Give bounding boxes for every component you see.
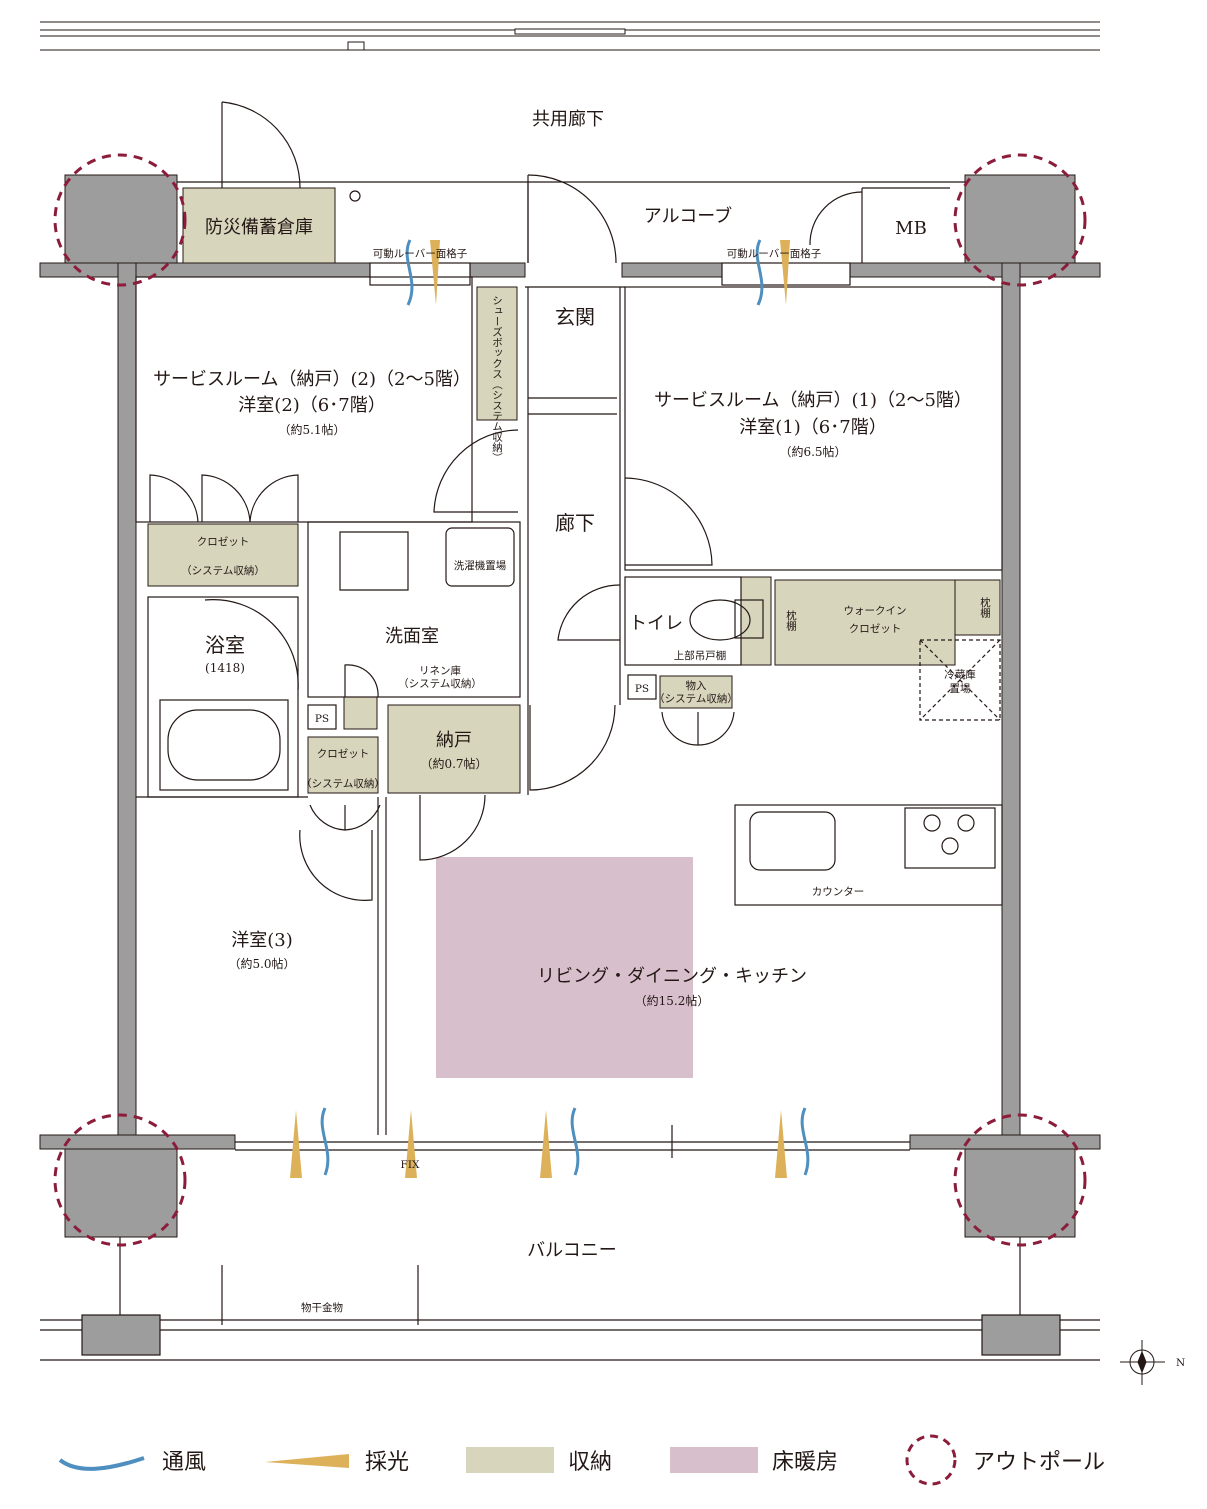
label-fridge-line1: 冷蔵庫 <box>944 668 976 681</box>
label-nando-line2: （約0.7帖） <box>420 756 487 771</box>
legend-label-storage: 収納 <box>568 1450 613 1475</box>
floor-plan: 共用廊下 アルコーブ MB 防災備蓄倉庫 可動ルーバー面格子 可動ルーバー面格子… <box>39 21 1185 1385</box>
light-icon <box>265 1454 349 1468</box>
legend-item-light: 採光 <box>265 1430 409 1490</box>
floor-heating-area <box>436 857 693 1078</box>
label-bath-line2: (1418) <box>205 661 245 675</box>
wall-top-mid-right <box>621 262 723 278</box>
label-fridge-line2: 置場 <box>950 682 971 695</box>
label-mb: MB <box>895 218 927 239</box>
label-disaster-storage: 防災備蓄倉庫 <box>205 217 313 238</box>
label-western3-line1: 洋室(3) <box>231 930 293 951</box>
label-bath-line1: 浴室 <box>205 633 245 657</box>
wall-left <box>117 262 137 1144</box>
label-louver-right: 可動ルーバー面格子 <box>727 247 821 260</box>
outpole-markers <box>53 153 1087 1247</box>
wind-indicators <box>320 239 810 1176</box>
label-louver-left: 可動ルーバー面格子 <box>373 247 467 260</box>
outpole-bottom-left <box>53 1113 187 1247</box>
label-hallway: 廊下 <box>555 511 595 535</box>
label-ldk-line1: リビング・ダイニング・キッチン <box>537 966 807 987</box>
label-service1-line3: （約6.5帖） <box>779 444 846 459</box>
label-washroom: 洗面室 <box>385 626 439 647</box>
label-walkin-line2: クロゼット <box>849 623 902 635</box>
compass-north-label: N <box>1176 1357 1185 1369</box>
wall-top-mid-left <box>469 262 526 278</box>
label-upper-shelf: 上部吊戸棚 <box>674 649 727 662</box>
interior-lines <box>40 101 1100 1361</box>
outpole-bottom-right <box>953 1113 1087 1247</box>
label-common-corridor: 共用廊下 <box>532 109 604 130</box>
label-linen-line1: リネン庫 <box>419 664 461 677</box>
legend-label-outpole: アウトポール <box>973 1450 1106 1475</box>
corridor-railing <box>40 21 1100 51</box>
light-indicators <box>290 240 790 1178</box>
label-ps-right: PS <box>635 683 649 695</box>
label-linen-line2: （システム収納） <box>398 677 482 690</box>
wall-right <box>1001 262 1021 1144</box>
walls <box>39 174 1101 1238</box>
column-bottom-left <box>64 1148 178 1238</box>
outpole-icon <box>905 1434 957 1486</box>
plan-labels: 共用廊下 アルコーブ MB 防災備蓄倉庫 可動ルーバー面格子 可動ルーバー面格子… <box>153 109 991 1314</box>
label-counter: カウンター <box>812 886 865 898</box>
label-nando-line1: 納戸 <box>436 730 472 751</box>
label-fix: FIX <box>401 1159 420 1171</box>
legend-item-floor-heating: 床暖房 <box>670 1430 838 1490</box>
label-closet-small-line2: （システム収納） <box>301 777 385 790</box>
wall-top-left <box>39 262 371 278</box>
wall-bottom-left <box>39 1134 236 1150</box>
compass-icon: N <box>1120 1340 1185 1385</box>
storage-areas <box>147 187 1001 794</box>
legend-item-storage: 収納 <box>466 1430 612 1490</box>
label-closet-small-line1: クロゼット <box>317 748 370 760</box>
label-closet-top-line1: クロゼット <box>197 536 250 548</box>
storage-swatch <box>466 1447 554 1473</box>
wind-icon <box>58 1456 145 1471</box>
column-top-left <box>64 174 178 264</box>
legend: 通風 採光 収納 床暖房 アウトポール <box>0 1430 1207 1490</box>
label-toilet: トイレ <box>629 613 683 634</box>
label-western3-line2: （約5.0帖） <box>228 956 295 971</box>
legend-item-wind: 通風 <box>58 1430 206 1490</box>
label-genkan: 玄関 <box>555 305 595 329</box>
label-alcove: アルコーブ <box>644 205 732 227</box>
label-storage-mono-line2: （システム収納） <box>654 692 738 705</box>
label-ps-left: PS <box>315 713 329 725</box>
label-service2-line3: （約5.1帖） <box>278 422 345 437</box>
label-service1-line1: サービスルーム（納戸）(1)（2〜5階） <box>654 390 972 411</box>
floor-heating-swatch <box>670 1447 758 1473</box>
legend-label-floor-heating: 床暖房 <box>772 1450 839 1475</box>
label-washer: 洗濯機置場 <box>454 559 507 572</box>
label-walkin-line1: ウォークイン <box>844 605 907 617</box>
outpole-top-left <box>53 153 187 287</box>
legend-label-light: 採光 <box>365 1450 410 1475</box>
label-pillow-shelf-right: 枕棚 <box>979 596 991 619</box>
label-closet-top-line2: （システム収納） <box>181 564 265 577</box>
label-balcony: バルコニー <box>527 1240 617 1261</box>
wall-bottom-right <box>909 1134 1101 1150</box>
outpole-top-right <box>953 153 1087 287</box>
label-hanger: 物干金物 <box>301 1301 343 1314</box>
label-shoes-box: シューズボックス（システム収納） <box>491 295 503 463</box>
label-storage-mono-line1: 物入 <box>686 679 707 692</box>
label-service1-line2: 洋室(1)（6･7階） <box>739 417 886 438</box>
label-service2-line2: 洋室(2)（6･7階） <box>238 395 385 416</box>
column-bottom-right <box>964 1148 1076 1238</box>
label-ldk-line2: （約15.2帖） <box>635 993 710 1008</box>
legend-item-outpole: アウトポール <box>903 1430 1105 1490</box>
legend-label-wind: 通風 <box>162 1450 207 1475</box>
label-pillow-shelf-left: 枕棚 <box>785 609 797 632</box>
label-service2-line1: サービスルーム（納戸）(2)（2〜5階） <box>153 369 471 390</box>
column-top-right <box>964 174 1076 264</box>
